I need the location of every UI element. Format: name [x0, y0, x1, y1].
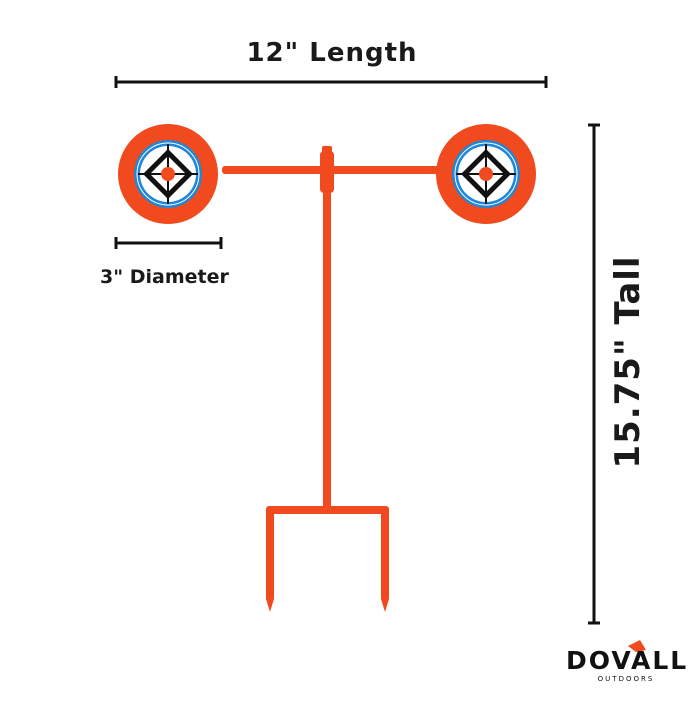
height-dimension-line	[588, 123, 600, 625]
length-dimension-line	[114, 76, 548, 88]
brand-logo: DOVALL OUTDOORS	[566, 646, 689, 684]
diameter-label: 3" Diameter	[100, 266, 229, 288]
length-label: 12" Length	[246, 38, 418, 68]
brand-name: DOVALL	[566, 646, 689, 675]
brand-logo-mark	[628, 640, 646, 652]
diameter-dimension-line	[114, 237, 223, 249]
target-stand	[222, 146, 442, 612]
height-label: 15.75" Tall	[608, 255, 648, 469]
brand-subtitle: OUTDOORS	[597, 675, 655, 683]
left-target-plate	[118, 124, 218, 224]
right-target-plate	[436, 124, 536, 224]
